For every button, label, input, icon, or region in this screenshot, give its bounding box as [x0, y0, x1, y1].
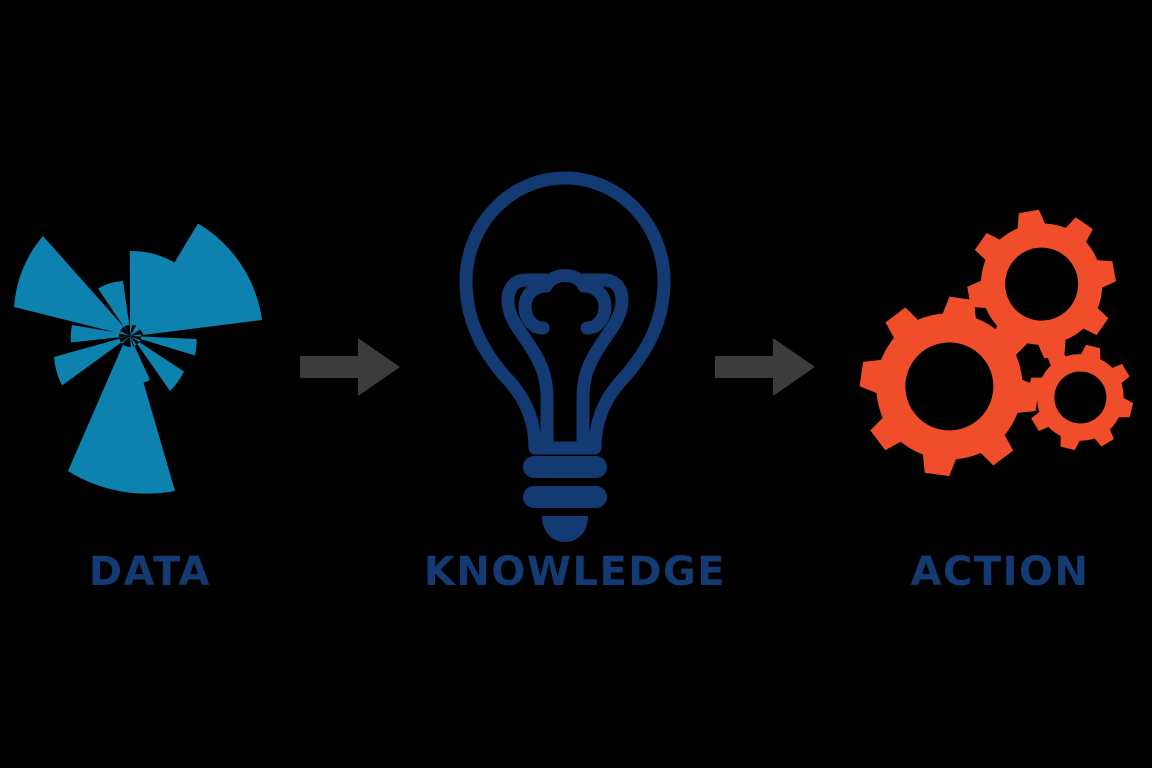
rose-wedge	[70, 325, 130, 343]
lightbulb-outline	[459, 171, 671, 455]
rose-wedge	[98, 281, 130, 336]
arrow-right-icon	[300, 338, 400, 396]
rose-wedge	[130, 223, 262, 336]
rose-wedge	[68, 336, 175, 494]
arrow-shape	[300, 338, 400, 396]
gear-small	[1027, 344, 1134, 451]
rose-wedge	[54, 336, 130, 386]
rose-chart-icon	[10, 195, 262, 505]
gears-group	[859, 209, 1134, 477]
label-action: ACTION	[910, 549, 1090, 595]
gears-svg	[859, 209, 1134, 477]
arrow-one-svg	[300, 338, 400, 396]
rose-wedge	[130, 334, 197, 356]
arrow-two-svg	[715, 338, 815, 396]
rose-chart-wedges	[14, 223, 262, 494]
bulb-base-ring	[523, 456, 607, 478]
rose-wedge	[130, 336, 184, 391]
rose-wedge	[129, 250, 178, 336]
rose-chart-svg	[14, 223, 262, 494]
lightbulb-icon	[440, 160, 690, 542]
lightbulb-base	[523, 456, 607, 542]
label-data: DATA	[88, 549, 212, 595]
rose-wedge	[14, 236, 130, 336]
label-knowledge: KNOWLEDGE	[423, 549, 727, 595]
gear-medium	[967, 209, 1116, 359]
bulb-base-tip	[542, 516, 588, 542]
gears-icon	[845, 205, 1150, 510]
bulb-base-ring	[523, 486, 607, 508]
arrow-shape	[715, 338, 815, 396]
arrow-right-icon	[715, 338, 815, 396]
lightbulb-svg	[459, 171, 671, 542]
